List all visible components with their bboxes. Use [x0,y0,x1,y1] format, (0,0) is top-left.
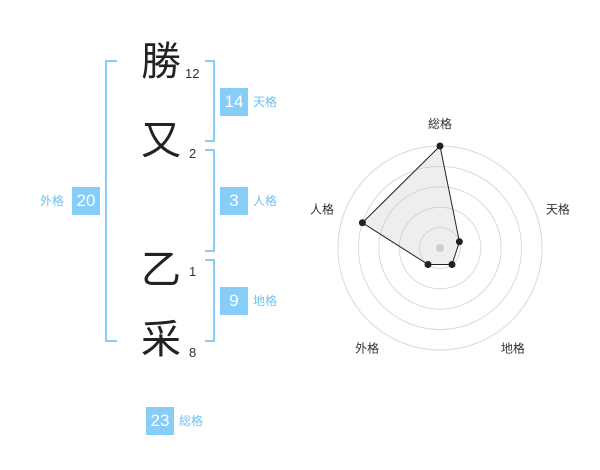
radar-series-polygon [361,144,460,266]
radar-ring-3 [378,186,502,310]
radar-point-4 [424,261,432,269]
name-char-4: 采 [141,317,181,363]
chikaku-bracket [205,259,215,342]
soukaku-label: 総格 [179,414,204,428]
chikaku-value: 9 [220,287,248,315]
radar-ring-1 [419,227,461,269]
radar-axis-label-3: 地格 [501,340,525,355]
radar-axis-label-4: 外格 [355,340,379,355]
name-char-3: 乙 [141,247,181,293]
stroke-count-1: 12 [185,66,200,81]
radar-point-1 [436,142,444,150]
stroke-count-4: 8 [189,345,197,360]
name-char-2: 又 [141,118,181,164]
chikaku-label: 地格 [253,294,278,308]
tenkaku-label: 天格 [253,95,278,109]
radar-ring-2 [398,206,482,290]
radar-point-5 [358,219,366,227]
tenkaku-value: 14 [220,88,248,116]
radar-point-2 [455,238,463,246]
jinkaku-label: 人格 [253,194,278,208]
gaikaku-label: 外格 [40,194,65,208]
soukaku-value: 23 [146,407,174,435]
tenkaku-bracket [205,60,215,142]
radar-point-3 [448,261,456,269]
radar-ring-4 [357,165,523,331]
stroke-count-2: 2 [189,146,197,161]
jinkaku-bracket [205,149,215,252]
radar-center [436,244,444,252]
stroke-count-3: 1 [189,264,197,279]
radar-axis-label-1: 総格 [428,116,452,131]
radar-axis-label-5: 人格 [310,202,334,217]
jinkaku-value: 3 [220,187,248,215]
radar-axis-label-2: 天格 [546,202,570,217]
name-char-1: 勝 [141,39,181,85]
gaikaku-bracket [105,60,117,342]
gaikaku-value: 20 [72,187,100,215]
